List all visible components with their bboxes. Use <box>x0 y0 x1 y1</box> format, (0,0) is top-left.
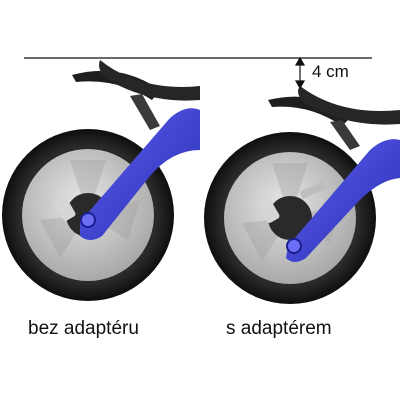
right-seat <box>298 86 400 125</box>
measurement-label: 4 cm <box>312 62 349 81</box>
left-frame <box>80 108 200 240</box>
left-seat <box>99 60 200 101</box>
right-frame <box>286 139 400 262</box>
right-fender <box>268 96 350 126</box>
left-fender <box>72 70 160 100</box>
caption-right: s adaptérem <box>226 318 332 339</box>
right-bike <box>204 86 400 304</box>
dimension-arrow <box>294 56 306 90</box>
left-bike <box>2 60 200 301</box>
caption-left: bez adaptéru <box>28 318 139 339</box>
